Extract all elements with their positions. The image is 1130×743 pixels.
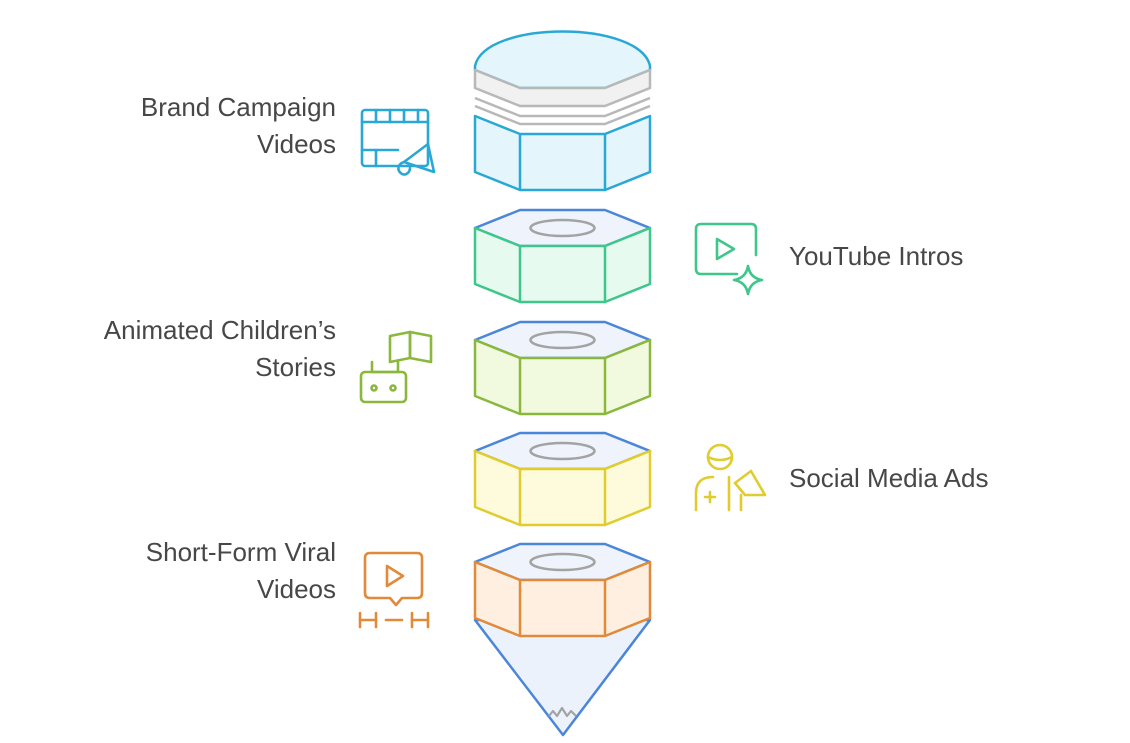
- label-line: Videos: [256, 129, 336, 159]
- segment-hole: [529, 218, 596, 238]
- label-line: YouTube Intros: [789, 241, 964, 271]
- drill-segment-social-media-ads: [473, 431, 652, 527]
- drill-segment-short-form-viral-videos: [473, 542, 652, 638]
- drill-segment-youtube-intros: [473, 208, 652, 304]
- label-line: Brand Campaign: [140, 92, 336, 122]
- drill-segment-animated-childrens-stories: [473, 320, 652, 416]
- label-line: Social Media Ads: [789, 463, 989, 493]
- label-social-media-ads: Social Media Ads: [789, 460, 988, 497]
- cap-body: [473, 114, 652, 192]
- cap-dome: [473, 30, 652, 90]
- video-sparkle-icon: [694, 222, 764, 296]
- book-robot-icon: [359, 330, 433, 404]
- segment-hole: [529, 330, 596, 350]
- segment-hole: [529, 441, 596, 461]
- cap-gray-band-line: [474, 104, 651, 126]
- label-line: Stories: [255, 352, 336, 382]
- film-megaphone-icon: [360, 108, 436, 176]
- label-line: Videos: [256, 574, 336, 604]
- cap-gray-band-line: [474, 96, 651, 118]
- drill-segments: [473, 208, 652, 527]
- video-timeline-icon: [358, 551, 430, 629]
- label-brand-campaign-videos: Brand Campaign Videos: [141, 89, 336, 163]
- tip-point-mark: [548, 706, 577, 718]
- person-megaphone-icon: [694, 443, 767, 512]
- cap-gray-band: [473, 68, 652, 108]
- segment-hole: [529, 552, 596, 572]
- label-line: Animated Children’s: [103, 315, 336, 345]
- drill-cap-layer: [473, 30, 652, 192]
- label-line: Short-Form Viral: [145, 537, 336, 567]
- label-youtube-intros: YouTube Intros: [789, 238, 963, 275]
- label-animated-childrens-stories: Animated Children’s Stories: [104, 312, 336, 386]
- label-short-form-viral-videos: Short-Form Viral Videos: [146, 534, 336, 608]
